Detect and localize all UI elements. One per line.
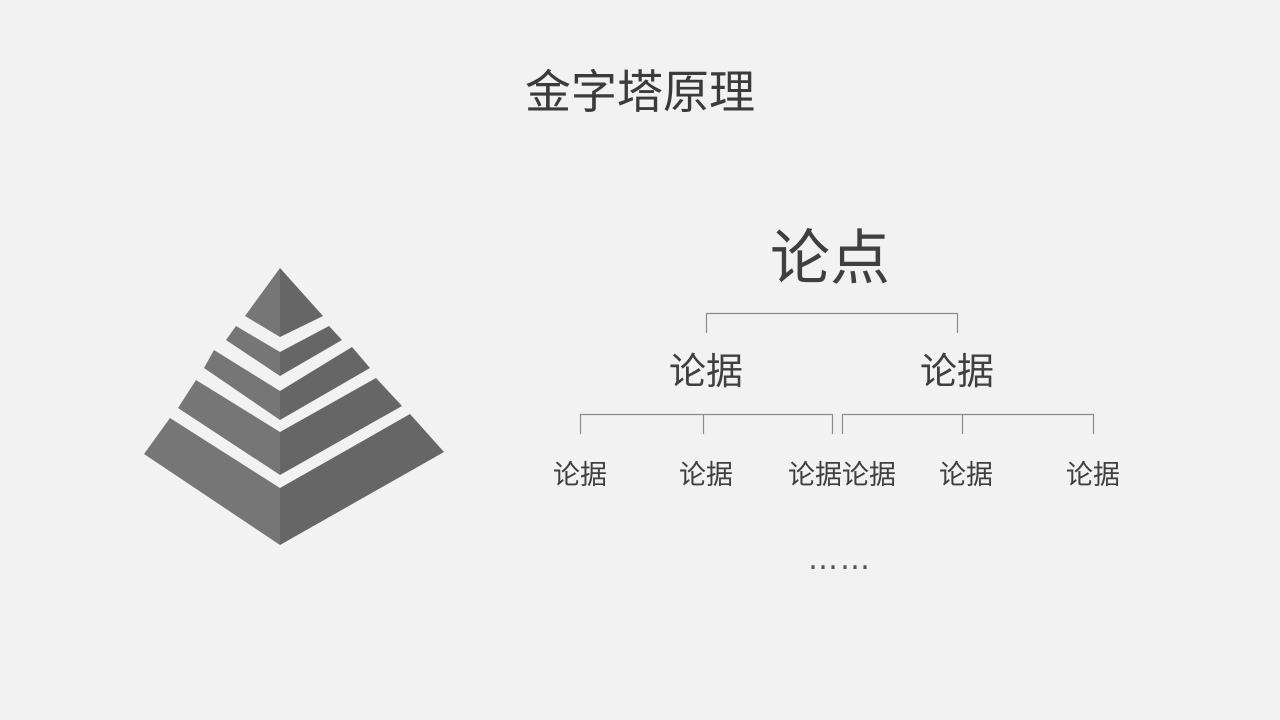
tree-leaf-node-2: 论据 bbox=[679, 460, 733, 491]
pyramid-tier-5-right bbox=[280, 414, 444, 545]
tree-level1-node-right: 论据 bbox=[920, 350, 994, 393]
pyramid-tier-3-right bbox=[280, 347, 370, 420]
pyramid-tier-5-left bbox=[144, 418, 280, 545]
connector-right-group bbox=[841, 413, 1095, 434]
tree-leaf-node-6: 论据 bbox=[1066, 460, 1120, 491]
continuation-ellipsis: …… bbox=[808, 542, 872, 577]
pyramid-tier-1-right bbox=[280, 268, 323, 337]
page-title: 金字塔原理 bbox=[525, 65, 755, 119]
pyramid-tier-4-right bbox=[280, 378, 402, 475]
tree-leaf-node-4: 论据 bbox=[842, 460, 896, 491]
tree-level1-node-left: 论据 bbox=[669, 350, 743, 393]
tree-leaf-node-5: 论据 bbox=[939, 460, 993, 491]
pyramid-tier-2-left bbox=[226, 326, 280, 376]
tree-root-node: 论点 bbox=[770, 224, 890, 294]
tree-leaf-node-3: 论据 bbox=[788, 460, 842, 491]
connector-left-group bbox=[579, 413, 834, 434]
pyramid-tier-4-left bbox=[178, 380, 280, 475]
pyramid-icon bbox=[144, 268, 444, 545]
pyramid-tier-3-left bbox=[204, 350, 280, 420]
connector-root bbox=[705, 312, 959, 333]
pyramid-tier-1-left bbox=[245, 268, 280, 337]
tree-leaf-node-1: 论据 bbox=[553, 460, 607, 491]
pyramid-tier-2-right bbox=[280, 326, 342, 376]
